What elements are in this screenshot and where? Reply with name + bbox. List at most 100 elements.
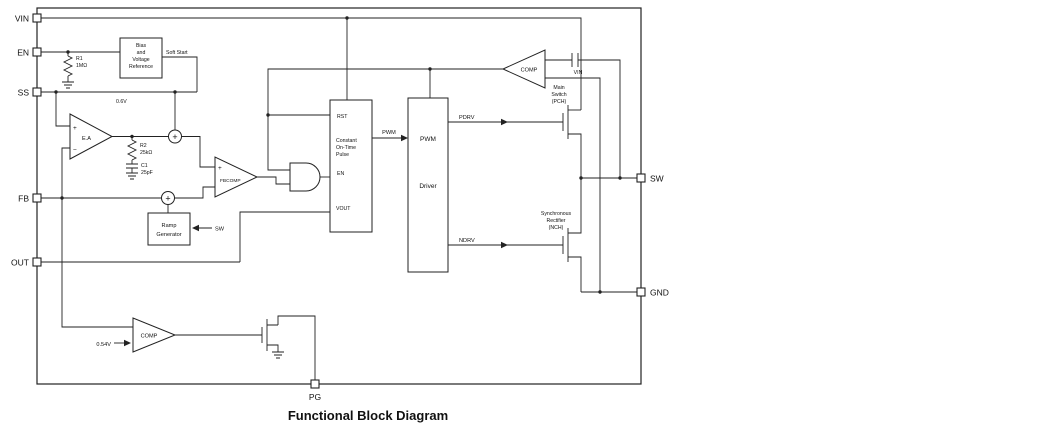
junction-dot (579, 176, 583, 180)
and-gate (289, 162, 321, 192)
resistor-r1: R1 1MΩ (62, 55, 87, 77)
capacitor-c1-symbol (126, 163, 138, 169)
pwm-driver-box (407, 97, 449, 273)
pin-vin: VIN (15, 13, 42, 24)
pwm-signal-label: PWM (382, 130, 396, 136)
soft-start-label: Soft Start (166, 50, 188, 56)
block-one-shot: RST Constant On-Time Pulse EN VOUT (329, 99, 373, 233)
resistor-r2-symbol (126, 139, 138, 161)
junction-dot (598, 290, 602, 294)
ramp-label-1: Ramp (162, 223, 177, 229)
summing-junction-circle (168, 129, 182, 144)
block-bias: Bias and Voltage Reference (119, 37, 163, 79)
pin-vin-label: VIN (15, 14, 29, 24)
wire-sr-source (568, 256, 582, 292)
summing-junction-1: + (168, 129, 182, 144)
ea-plus: + (73, 125, 77, 132)
sync-rect-l2: Rectifier (546, 218, 565, 224)
junction-dot (60, 196, 64, 200)
pin-ss-pad (32, 87, 42, 97)
pg-ref-arrow (124, 339, 131, 347)
vin-sense-label: VIN (574, 70, 583, 76)
ea-minus: − (73, 147, 77, 154)
summing-junction-circle (161, 191, 175, 205)
pg-comparator-symbol (132, 317, 177, 353)
pin-ss-label: SS (18, 88, 30, 98)
comparator-top: COMP (501, 49, 546, 89)
wire-msw-source (568, 133, 582, 178)
wire-pg-drain (267, 315, 316, 380)
ground-symbol-c1 (126, 172, 138, 180)
mosfet-main-switch: Main Switch (PCH) (551, 85, 569, 139)
pwm-driver-l2: Driver (419, 183, 437, 190)
wire-soft-start (162, 56, 198, 92)
ea-label: E.A (82, 136, 91, 142)
error-amplifier: + − E.A (69, 113, 114, 160)
one-shot-l1: Constant (336, 138, 357, 144)
wire-comp-in2 (545, 77, 601, 292)
resistor-r1-symbol (62, 55, 74, 77)
pin-out: OUT (11, 257, 42, 268)
and-gate-symbol (289, 162, 321, 192)
junction-dot (173, 90, 177, 94)
ground-icon (272, 351, 284, 359)
wire-vin-rail (41, 17, 582, 110)
pin-fb-pad (32, 193, 42, 203)
error-amplifier-symbol (69, 113, 114, 160)
r1-label: R1 (76, 56, 83, 62)
pg-ref-label: 0.54V (96, 342, 111, 348)
pin-pg: PG (309, 379, 321, 402)
pin-en-label: EN (17, 48, 29, 58)
junction-dot (428, 67, 432, 71)
one-shot-l2: On-Time (336, 145, 356, 151)
summing-junction-2: + (161, 191, 175, 205)
wire-fbcomp-to-and (257, 176, 290, 185)
bias-label-4: Reference (129, 64, 153, 70)
pin-sw: SW (636, 173, 664, 184)
main-switch-l1: Main (553, 85, 564, 91)
pg-mosfet-symbol (261, 319, 268, 351)
wire-ref-to-ea (55, 92, 70, 127)
wire-comp-in1-b (578, 59, 621, 178)
junction-dot (130, 134, 134, 139)
sync-rect-l3: (NCH) (549, 225, 564, 231)
sync-rectifier-symbol (562, 228, 569, 262)
resistor-r2: R2 25kΩ (126, 139, 152, 161)
wire-comp-rail (267, 68, 503, 171)
offset-element-symbol (571, 53, 579, 67)
ground-symbol-pg (272, 351, 284, 359)
ground-icon (62, 81, 74, 89)
bias-block-box (119, 37, 163, 79)
pin-sw-label: SW (650, 174, 664, 184)
pin-out-pad (32, 257, 42, 267)
vref-label: 0.6V (116, 99, 127, 105)
mosfet-sync-rectifier: Synchronous Rectifier (NCH) (541, 211, 572, 262)
junction-dot (618, 176, 622, 180)
junction-dot (266, 113, 270, 117)
bias-label-1: Bias (136, 43, 146, 49)
ground-symbol-r1 (62, 81, 74, 89)
pwm-arrow (401, 134, 408, 142)
c1-label: C1 (141, 163, 148, 169)
capacitor-c1: C1 25pF (126, 163, 153, 176)
one-shot-vout: VOUT (336, 206, 351, 212)
comparator-power-good: COMP (132, 317, 177, 353)
r2-value: 25kΩ (140, 150, 152, 156)
wire-sum1-to-fbcomp (181, 136, 215, 168)
summing-plus: + (172, 132, 177, 142)
wire-fb-branch (61, 147, 133, 328)
r2-label: R2 (140, 143, 147, 149)
block-pwm-driver: PWM Driver (407, 97, 449, 273)
junction-dot (66, 50, 70, 54)
sync-rect-l1: Synchronous (541, 211, 572, 217)
pin-sw-pad (636, 173, 646, 183)
junction-dots (54, 16, 622, 294)
r1-value: 1MΩ (76, 63, 87, 69)
pwm-driver-l1: PWM (420, 136, 436, 143)
pin-pg-label: PG (309, 392, 321, 402)
pin-fb-label: FB (18, 194, 29, 204)
pin-gnd-label: GND (650, 288, 669, 298)
pg-comparator-label: COMP (141, 334, 158, 340)
